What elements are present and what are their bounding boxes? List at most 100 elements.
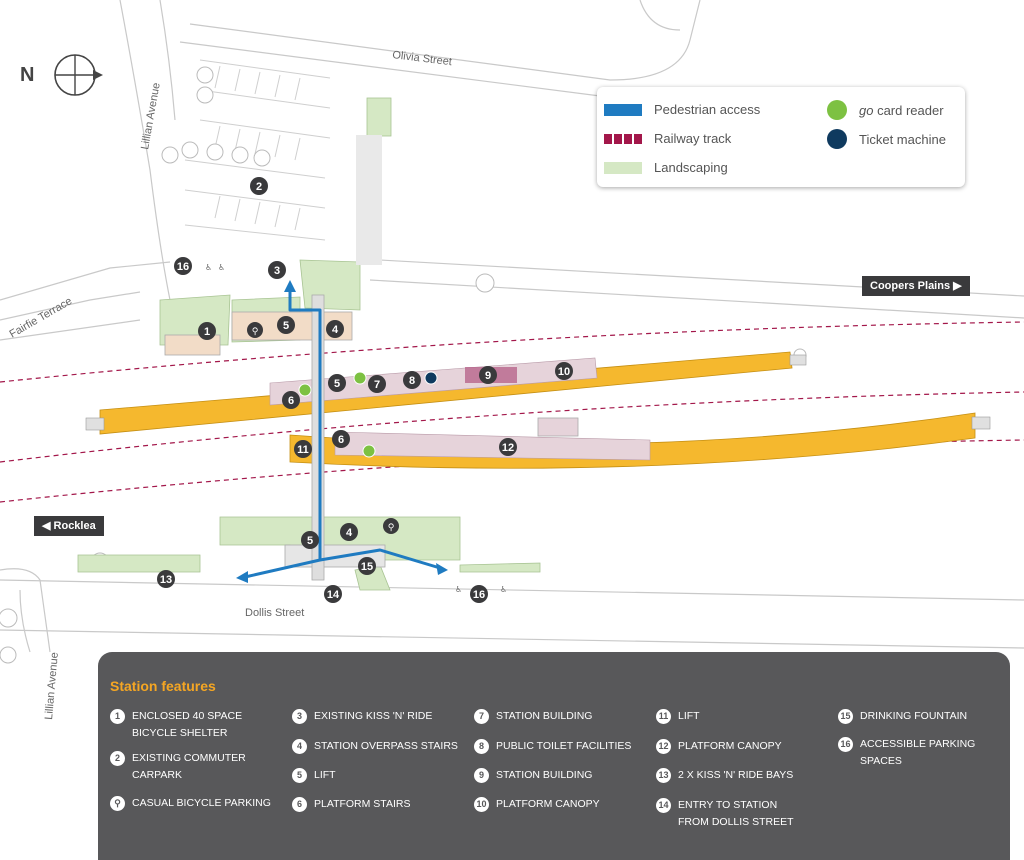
feature-label: Accessible parking spaces xyxy=(860,738,976,767)
svg-text:5: 5 xyxy=(283,320,289,332)
marker-8: 8 xyxy=(403,371,421,389)
legend-go-prefix: go xyxy=(859,102,874,118)
feature-item: 14 Entry to station from Dollis Street xyxy=(656,798,826,831)
legend-label: Landscaping xyxy=(654,160,728,175)
street-dollis: Dollis Street xyxy=(245,607,304,619)
feature-number-badge: 14 xyxy=(656,798,671,813)
marker-9: 9 xyxy=(479,366,497,384)
svg-text:♿: ♿ xyxy=(455,585,462,594)
feature-label: Station building xyxy=(496,710,593,722)
feature-label: Existing commuter carpark xyxy=(132,752,246,781)
legend-label: Pedestrian access xyxy=(654,102,761,117)
direction-coopers-plains: Coopers Plains ▶ xyxy=(862,276,970,296)
station-features-panel: Station features 1 Enclosed 40 space bic… xyxy=(98,652,1010,860)
svg-text:♿: ♿ xyxy=(205,263,212,272)
feature-item: 12 Platform canopy xyxy=(656,739,826,755)
marker-6: 6 xyxy=(282,391,300,409)
feature-item: 6 Platform stairs xyxy=(292,797,462,813)
svg-text:11: 11 xyxy=(297,444,309,456)
svg-text:7: 7 xyxy=(374,379,380,391)
ticket-machine-icon xyxy=(827,129,847,149)
feature-item: 11 Lift xyxy=(656,709,826,725)
feature-number-badge: 7 xyxy=(474,709,489,724)
feature-number-badge: 1 xyxy=(110,709,125,724)
direction-coopers-plains-label: Coopers Plains xyxy=(870,280,951,292)
feature-item: 7 Station building xyxy=(474,709,644,725)
svg-text:2: 2 xyxy=(256,181,262,193)
svg-text:⚲: ⚲ xyxy=(388,523,395,533)
feature-item: 9 Station building xyxy=(474,768,644,784)
path-strip xyxy=(356,135,382,265)
legend-landscaping: Landscaping xyxy=(604,160,728,175)
marker-7: 7 xyxy=(368,375,386,393)
feature-item: 10 Platform canopy xyxy=(474,797,644,813)
svg-text:12: 12 xyxy=(502,442,514,454)
feature-item: 4 Station overpass stairs xyxy=(292,739,462,755)
legend-pedestrian-access: Pedestrian access xyxy=(604,102,760,117)
marker-4: 4 xyxy=(326,320,344,338)
landscaping-areas xyxy=(77,97,541,591)
legend-label: Railway track xyxy=(654,131,732,146)
street-lillian-top: Lillian Avenue xyxy=(139,82,163,151)
svg-text:8: 8 xyxy=(409,375,415,387)
railway-track-swatch xyxy=(604,133,642,144)
feature-number-badge: 5 xyxy=(292,768,307,783)
pedestrian-access-route xyxy=(243,288,442,579)
svg-text:16: 16 xyxy=(473,589,485,601)
feature-label: Platform stairs xyxy=(314,798,411,810)
pedestrian-access-swatch xyxy=(604,103,642,116)
feature-item: 1 Enclosed 40 space bicycle shelter xyxy=(110,709,280,742)
map-markers: 1 2 3 4 4 5 5 5 6 6 7 8 9 10 11 12 13 14… xyxy=(157,177,573,603)
legend-go-suffix: card reader xyxy=(873,102,944,118)
svg-text:15: 15 xyxy=(361,561,373,573)
svg-text:9: 9 xyxy=(485,370,491,382)
marker-11: 11 xyxy=(294,440,312,458)
feature-item: 3 Existing Kiss 'N' Ride xyxy=(292,709,462,725)
direction-rocklea-label: Rocklea xyxy=(53,520,96,532)
marker-3: 3 xyxy=(268,261,286,279)
feature-label: Casual bicycle parking xyxy=(132,797,271,809)
feature-item: 16 Accessible parking spaces xyxy=(838,737,1008,770)
feature-number-badge: 9 xyxy=(474,768,489,783)
svg-text:4: 4 xyxy=(332,324,339,336)
feature-label: Drinking fountain xyxy=(860,710,968,722)
feature-label: Existing Kiss 'N' Ride xyxy=(314,710,433,722)
feature-item: 5 Lift xyxy=(292,768,462,784)
direction-rocklea: ◀ Rocklea xyxy=(34,516,104,536)
pedestrian-arrowheads xyxy=(236,280,448,583)
feature-label: Lift xyxy=(678,710,700,722)
svg-text:6: 6 xyxy=(288,395,294,407)
marker-5: 5 xyxy=(301,531,319,549)
marker-12: 12 xyxy=(499,438,517,456)
svg-text:6: 6 xyxy=(338,434,344,446)
feature-label: 2 x Kiss 'N' Ride bays xyxy=(678,769,794,781)
svg-text:♿: ♿ xyxy=(500,585,507,594)
landscaping-swatch xyxy=(604,161,642,174)
svg-text:3: 3 xyxy=(274,265,280,277)
feature-item: ⚲ Casual bicycle parking xyxy=(110,796,280,812)
svg-text:16: 16 xyxy=(177,261,189,273)
feature-label: Station building xyxy=(496,769,593,781)
feature-item: 13 2 x Kiss 'N' Ride bays xyxy=(656,768,826,784)
svg-text:♿: ♿ xyxy=(218,263,225,272)
feature-number-badge: 4 xyxy=(292,739,307,754)
panel-title: Station features xyxy=(110,678,216,694)
marker-2: 2 xyxy=(250,177,268,195)
feature-label: Public toilet facilities xyxy=(496,740,632,752)
street-lillian-bottom: Lillian Avenue xyxy=(43,652,61,720)
svg-text:14: 14 xyxy=(327,589,340,601)
svg-text:5: 5 xyxy=(334,378,340,390)
svg-text:13: 13 xyxy=(160,574,172,586)
marker-5: 5 xyxy=(277,316,295,334)
marker-13: 13 xyxy=(157,570,175,588)
marker-6: 6 xyxy=(332,430,350,448)
marker-14: 14 xyxy=(324,585,342,603)
feature-label: Platform canopy xyxy=(678,740,782,752)
feature-number-badge: 8 xyxy=(474,739,489,754)
legend-railway-track: Railway track xyxy=(604,131,731,146)
feature-number-badge: 10 xyxy=(474,797,489,812)
feature-number-badge: 11 xyxy=(656,709,671,724)
feature-item: 8 Public toilet facilities xyxy=(474,739,644,755)
feature-number-badge: 2 xyxy=(110,751,125,766)
